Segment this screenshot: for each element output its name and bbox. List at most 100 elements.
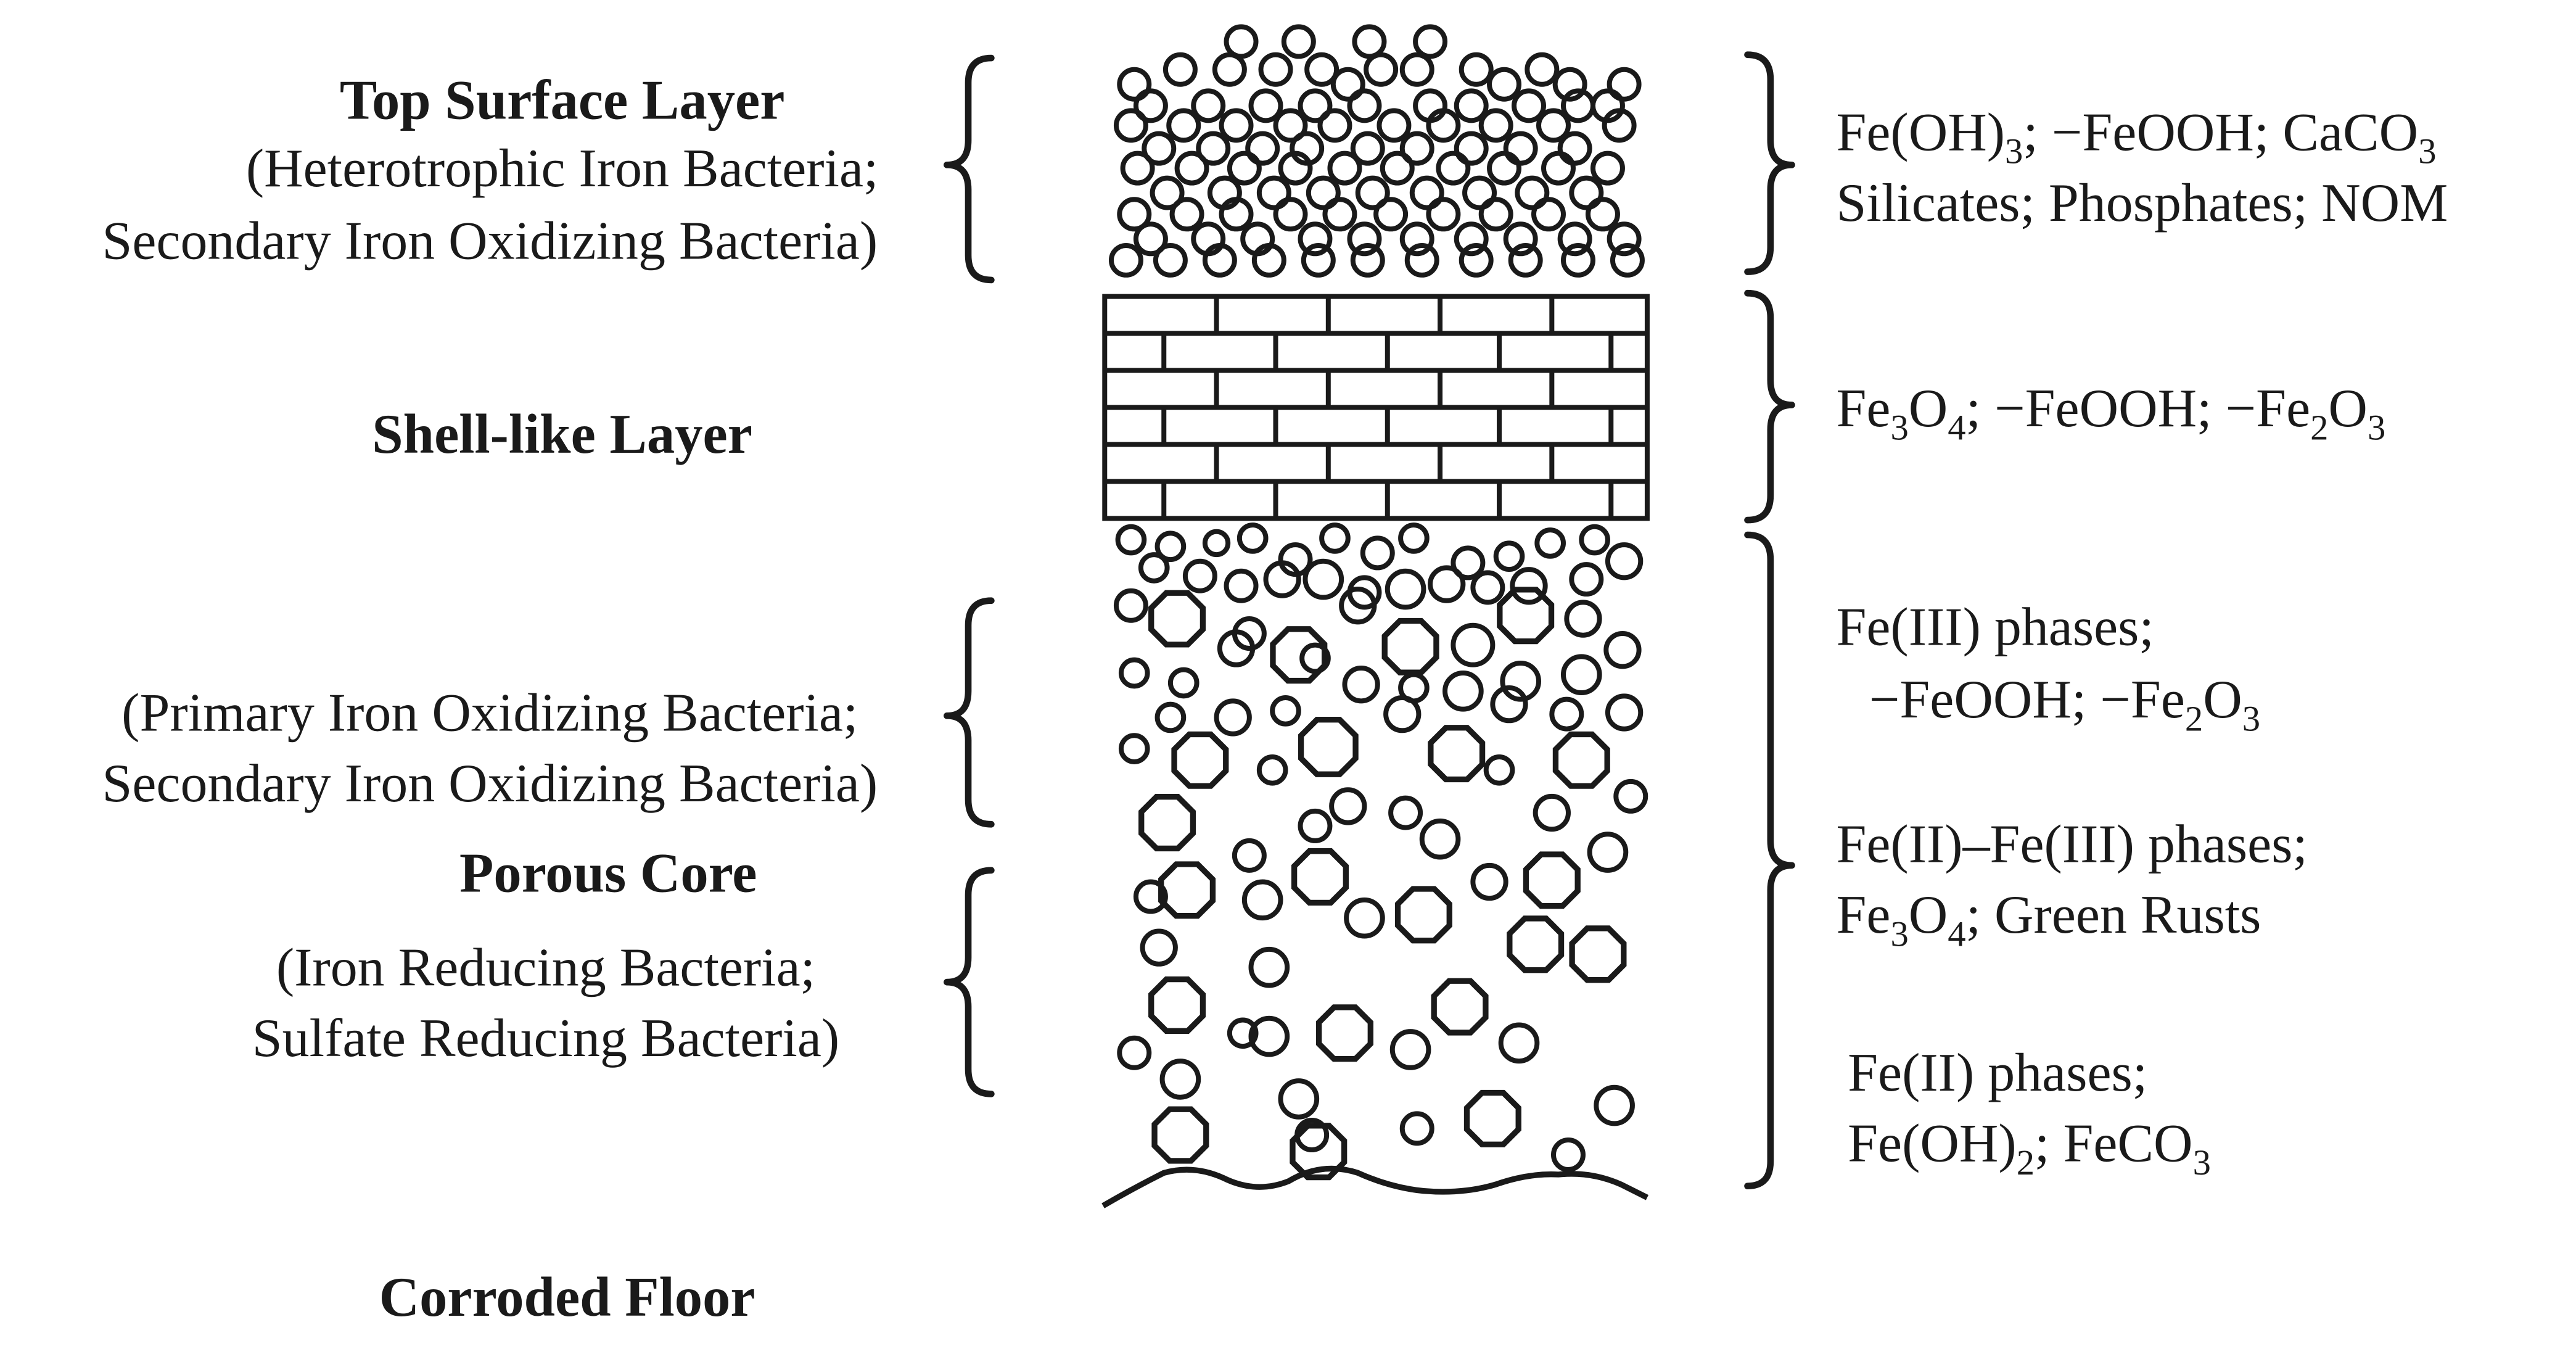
particle [1167,667,1200,699]
particle [1587,832,1629,873]
particle [1224,24,1259,59]
particle [1298,221,1333,257]
top-surface-layer-bacteria-line2: Secondary Iron Oxidizing Bacteria) [102,211,878,271]
particle [1462,175,1497,210]
particle [1436,151,1471,186]
particle [1605,693,1644,732]
particle [1202,242,1237,278]
particle [1399,221,1434,257]
particle [1273,108,1308,143]
particle [1442,671,1484,712]
porous-core-upper-bacteria-line2: Secondary Iron Oxidizing Bacteria) [102,754,878,814]
particle [1113,588,1148,623]
porous-core-right-brace [1744,531,1795,1189]
particle [1113,108,1148,143]
particle [1162,52,1198,87]
octagon-particle [1523,851,1581,909]
particle [1317,108,1352,143]
particle [1459,242,1494,278]
particle [1263,560,1301,598]
porous-core-upper-bacteria-line1: (Primary Iron Oxidizing Bacteria; [121,683,858,743]
particle [1117,197,1152,232]
particle [1133,879,1168,914]
particle [1278,1078,1320,1120]
particle [1248,1015,1290,1057]
particle [1569,175,1604,210]
particle [1350,131,1385,166]
particle [1166,108,1201,143]
particle [1339,587,1377,625]
octagon-particle [1431,978,1489,1036]
particle [1376,108,1412,143]
particle [1352,24,1387,59]
shell-minerals: Fe3O4; −FeOOH; −Fe2O3 [1836,379,2385,447]
particle [1350,242,1385,278]
particle [1219,108,1254,143]
particle [1304,52,1339,87]
particle [1327,151,1362,186]
particle [1301,242,1336,278]
particle [1306,175,1341,210]
shell-like-brick-layer [1102,294,1650,521]
top-surface-layer-title: Top Surface Layer [340,69,785,131]
particle [1404,242,1439,278]
particle [1613,778,1648,814]
particle [1294,1118,1330,1153]
octagon-particle [1151,1106,1209,1164]
particle [1541,151,1576,186]
particle [1478,197,1513,232]
particle [1196,131,1231,166]
particle [1373,197,1409,232]
particle [1607,67,1642,102]
octagon-particle [1148,976,1206,1034]
particle [1118,733,1150,764]
particle [1154,701,1187,733]
particle [1413,24,1448,59]
particle [1512,88,1546,123]
particle [1569,562,1604,597]
particle [1273,197,1308,232]
particle [1227,1017,1259,1049]
particle [1251,242,1286,278]
particle [1579,524,1610,556]
octagon-particle [1158,861,1216,919]
particle [1557,221,1592,257]
particle [1451,545,1486,580]
octagon-particle [1171,731,1229,789]
octagon-particle [1290,1123,1348,1181]
octagon-particle [1569,925,1627,983]
core-lower-minerals-line2: Fe(OH)2; FeCO3 [1848,1114,2211,1183]
particle [1487,151,1522,186]
particle [1142,131,1177,166]
porous-upper-left-brace [944,597,995,828]
particle [1214,698,1252,737]
particle [1399,52,1434,87]
particle [1478,108,1513,143]
porous-core-lower-bacteria-line2: Sulfate Reducing Bacteria) [252,1009,839,1068]
particle [1605,542,1644,580]
particle [1191,88,1226,123]
particle [1454,88,1489,123]
particle [1364,52,1399,87]
octagon-particle [1507,915,1565,973]
particle [1564,600,1602,638]
porous-core-lower-bacteria-line1: (Iron Reducing Bacteria; [276,938,815,997]
particle [1470,862,1508,901]
porous-core-title: Porous Core [459,842,757,904]
particle [1298,808,1333,843]
particle [1133,88,1168,123]
particle [1409,175,1444,210]
particle [1500,661,1542,702]
particle [1503,221,1538,257]
particle [1426,197,1461,232]
core-upper-minerals-line2: −FeOOH; −Fe2O3 [1869,670,2260,738]
particle [1117,67,1152,102]
core-upper-minerals-line1: Fe(III) phases; [1836,598,2154,658]
top-layer-right-brace [1744,51,1795,275]
particle [1560,654,1602,695]
particle [1118,657,1150,689]
particle [1398,522,1430,554]
core-lower-minerals-line1: Fe(II) phases; [1848,1043,2147,1103]
octagon-particle [1298,717,1359,777]
particle [1490,685,1528,724]
